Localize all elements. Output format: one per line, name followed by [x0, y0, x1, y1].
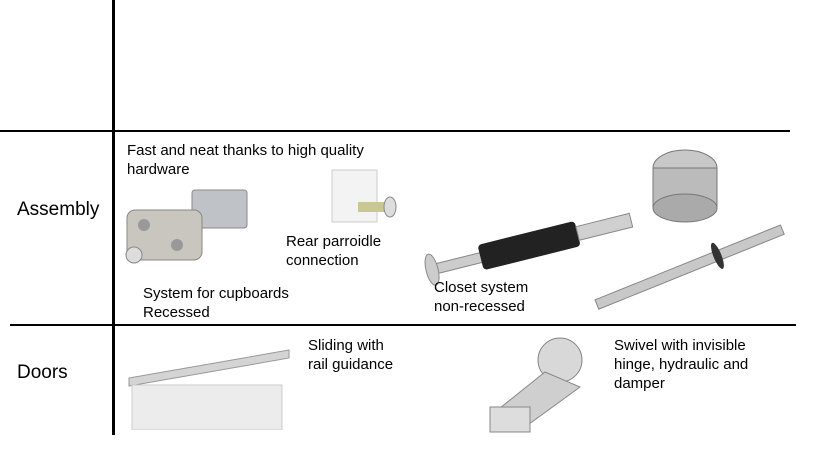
caption-swivel-hinge: Swivel with invisible hinge, hydraulic a…	[614, 337, 749, 392]
sliding-rail-image	[128, 349, 290, 430]
row-label-assembly: Assembly	[17, 199, 100, 220]
row-divider-middle	[10, 324, 796, 326]
closet-bolt-image	[424, 149, 785, 310]
hinge-image	[489, 337, 583, 433]
caption-closet-system: Closet system non-recessed	[434, 279, 529, 315]
row-label-doors: Doors	[17, 362, 68, 383]
cupboard-connector-image	[125, 189, 248, 264]
caption-sliding-rail: Sliding with rail guidance	[308, 337, 394, 373]
rear-connector-image	[331, 169, 397, 223]
assembly-intro: Fast and neat thanks to high quality har…	[127, 142, 364, 178]
row-divider-top	[0, 130, 790, 132]
vertical-divider	[112, 0, 115, 435]
caption-rear-connection: Rear parroidle connection	[286, 233, 382, 269]
caption-cupboard-system: System for cupboards Recessed	[143, 285, 289, 321]
